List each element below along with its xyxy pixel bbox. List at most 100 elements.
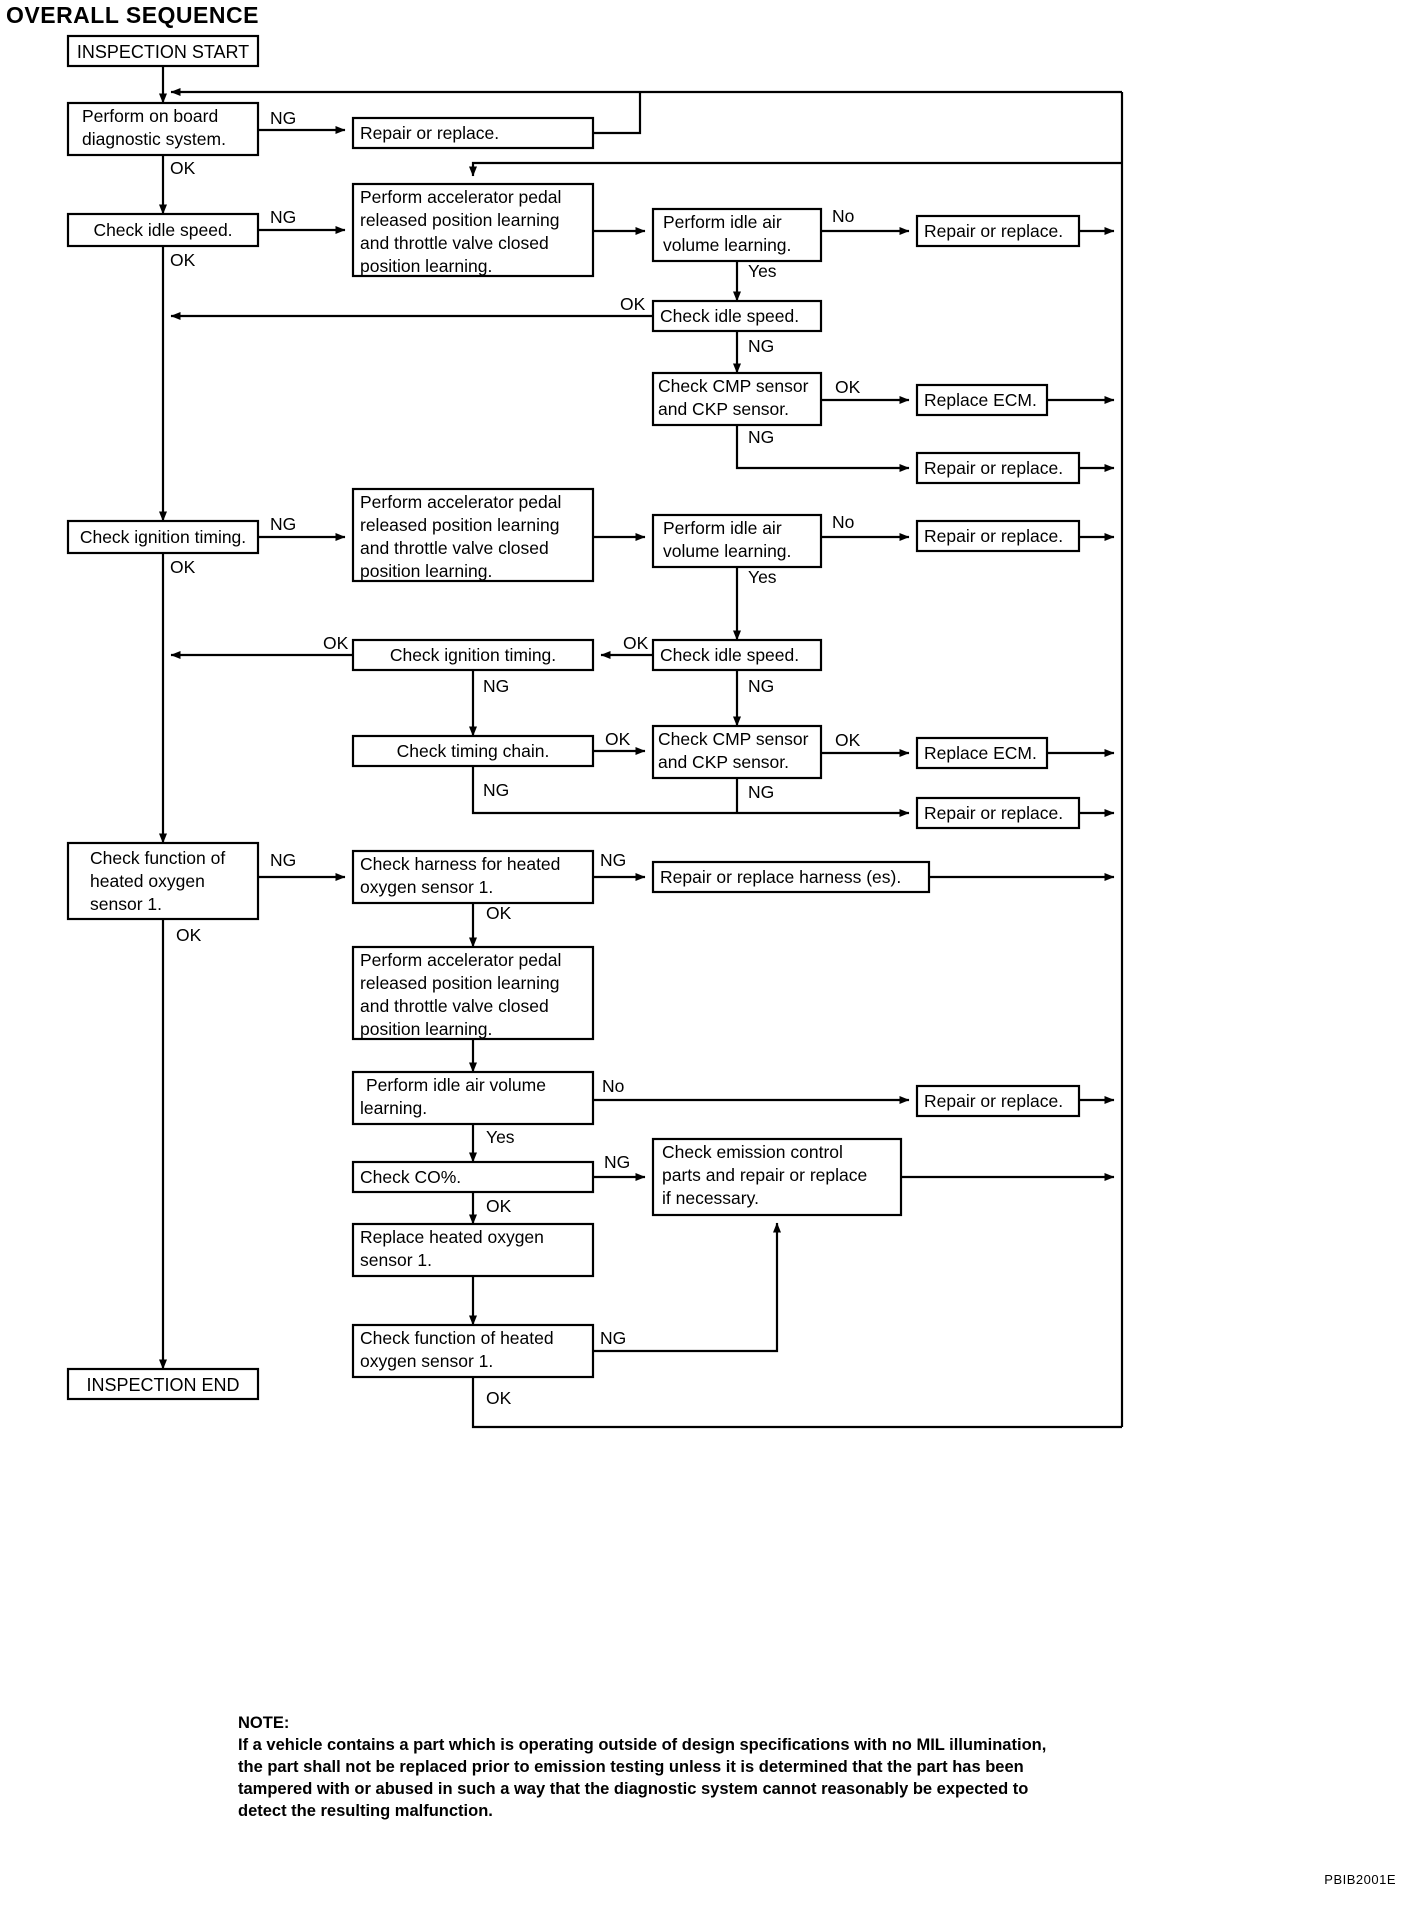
node-box-check-ign-2 [351,638,595,672]
node-label-harness-line1: Check harness for heated [360,854,560,874]
edge-label-cmp1-ng: NG [748,427,774,447]
edge-label-iavl1-no: No [832,206,854,226]
node-box-harness [351,849,595,905]
node-box-emission [651,1137,903,1217]
edge-label-ign1-ok: OK [170,557,196,577]
node-label-emission-line3: if necessary. [662,1188,759,1208]
node-label-iavl-1-line2: volume learning. [663,235,791,255]
node-label-cmp-ckp-2-line1: Check CMP sensor [658,729,809,749]
edge-label-idle3-ok: OK [623,633,649,653]
node-label-check-idle-3: Check idle speed. [660,645,799,665]
node-box-cmp-ckp-1 [651,371,823,427]
node-label-ho2-function-2-line2: oxygen sensor 1. [360,1351,493,1371]
node-label-learning-2-line3: and throttle valve closed [360,538,549,558]
node-label-ho2-function-1-line1: Check function of [90,848,225,868]
node-box-repair-replace-3 [915,451,1081,485]
edge-label-chain-ng: NG [483,780,509,800]
edge-labels: NG OK NG OK No Yes OK NG OK NG NG OK No … [170,108,861,1408]
node-label-cmp-ckp-1-line1: Check CMP sensor [658,376,809,396]
edge-label-idle2-ok: OK [620,294,646,314]
edge-ho2fn2-ok-bottom [471,1377,1122,1429]
node-box-replace-ecm-1 [915,383,1049,417]
node-label-cmp-ckp-1-line2: and CKP sensor. [658,399,789,419]
edge-label-idle1-ok: OK [170,250,196,270]
edge-label-iavl1-yes: Yes [748,261,777,281]
edge-label-cmp1-ok: OK [835,377,861,397]
edge-label-iavl3-yes: Yes [486,1127,515,1147]
edge-repair1-return [593,92,642,135]
node-label-ho2-function-2-line1: Check function of heated [360,1328,554,1348]
node-label-replace-ho2-line1: Replace heated oxygen [360,1227,544,1247]
edge-label-iavl3-no: No [602,1076,624,1096]
node-label-repair-replace-3: Repair or replace. [924,458,1063,478]
edge-label-cmp2-ng: NG [748,782,774,802]
edge-label-idle1-ng: NG [270,207,296,227]
node-label-learning-3-line2: released position learning [360,973,559,993]
edge-label-harness-ng: NG [600,850,626,870]
page-title: OVERALL SEQUENCE [6,2,259,28]
edge-label-co-ok: OK [486,1196,512,1216]
node-box-ho2-function-1 [66,841,260,921]
edge-label-ho2fn1-ok: OK [176,925,202,945]
node-label-learning-1-line2: released position learning [360,210,559,230]
edge-label-ho2fn2-ok: OK [486,1388,512,1408]
node-box-repair-replace-5 [915,796,1081,830]
node-label-check-ign-2: Check ignition timing. [390,645,556,665]
node-label-repair-replace-2: Repair or replace. [924,221,1063,241]
edge-label-ho2fn2-ng: NG [600,1328,626,1348]
node-label-learning-3-line3: and throttle valve closed [360,996,549,1016]
edge-label-chain-ok: OK [605,729,631,749]
node-label-replace-ho2-line2: sensor 1. [360,1250,432,1270]
edge-label-harness-ok: OK [486,903,512,923]
node-box-check-ign-1 [66,519,260,555]
note-line-2: the part shall not be replaced prior to … [238,1757,1024,1776]
node-label-learning-1-line1: Perform accelerator pedal [360,187,561,207]
connectors [159,66,1124,1429]
node-label-repair-replace-6: Repair or replace. [924,1091,1063,1111]
node-label-learning-3-line4: position learning. [360,1019,492,1039]
node-box-learning-1 [351,182,595,278]
node-label-check-ign-1: Check ignition timing. [80,527,246,547]
node-label-check-idle-2: Check idle speed. [660,306,799,326]
node-label-iavl-3-line1: Perform idle air volume [366,1075,546,1095]
node-box-ho2-function-2 [351,1323,595,1379]
node-label-iavl-3-line2: learning. [360,1098,427,1118]
node-box-repair-harness [651,860,931,894]
node-label-learning-2-line2: released position learning [360,515,559,535]
node-label-ho2-function-1-line3: sensor 1. [90,894,162,914]
node-label-repair-replace-5: Repair or replace. [924,803,1063,823]
node-label-learning-3-line1: Perform accelerator pedal [360,950,561,970]
node-label-inspection-start: INSPECTION START [77,42,249,62]
node-label-replace-ecm-1: Replace ECM. [924,390,1037,410]
node-label-timing-chain: Check timing chain. [397,741,550,761]
note-block: NOTE: If a vehicle contains a part which… [238,1713,1338,1823]
node-label-learning-1-line3: and throttle valve closed [360,233,549,253]
note-line-1: If a vehicle contains a part which is op… [238,1735,1047,1754]
edge-ho2fn2-ng [593,1222,781,1353]
edge-label-ign2-ng: NG [483,676,509,696]
node-label-iavl-2-line2: volume learning. [663,541,791,561]
node-box-iavl-3 [351,1070,595,1126]
note-label: NOTE: [238,1714,290,1732]
node-box-timing-chain [351,734,595,768]
node-label-cmp-ckp-2-line2: and CKP sensor. [658,752,789,772]
edge-label-ign2-ok: OK [323,633,349,653]
node-box-iavl-2 [651,513,823,569]
node-label-iavl-1-line1: Perform idle air [663,212,782,232]
node-box-inspection-start [66,34,260,68]
node-label-obd-line1: Perform on board [82,106,218,126]
node-label-inspection-end: INSPECTION END [86,1375,239,1395]
node-box-learning-2 [351,487,595,583]
node-label-obd-line2: diagnostic system. [82,129,226,149]
node-label-repair-harness: Repair or replace harness (es). [660,867,901,887]
node-box-repair-replace-4 [915,519,1081,553]
node-label-check-co: Check CO%. [360,1167,461,1187]
edge-label-ho2fn1-ng: NG [270,850,296,870]
node-label-repair-replace-1: Repair or replace. [360,123,499,143]
edge-label-cmp2-ok: OK [835,730,861,750]
edge-label-obd-ok: OK [170,158,196,178]
edge-label-iavl2-no: No [832,512,854,532]
node-label-learning-1-line4: position learning. [360,256,492,276]
